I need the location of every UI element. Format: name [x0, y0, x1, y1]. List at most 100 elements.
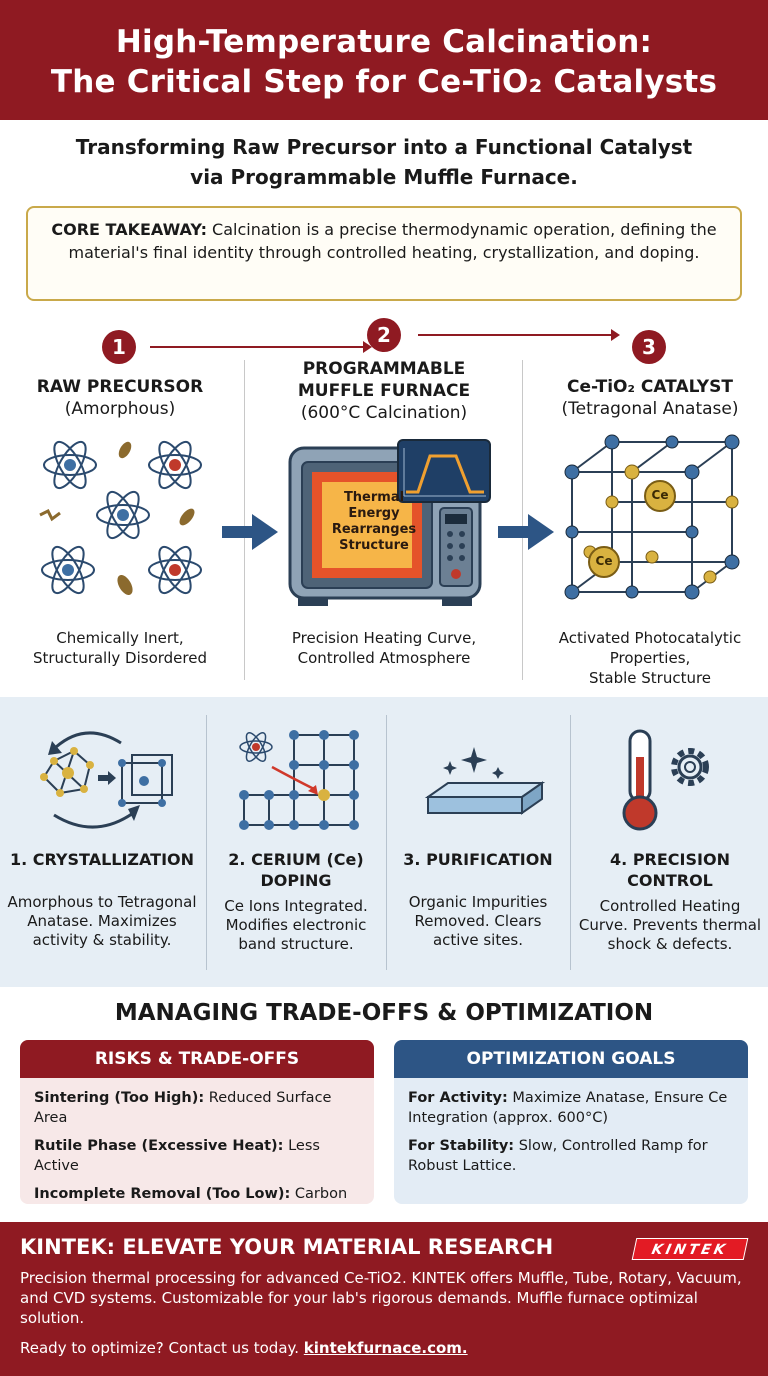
benefits-band: 1. CRYSTALLIZATION Amorphous to Tetragon…: [0, 697, 768, 987]
flow-arrow-1-icon: [222, 514, 278, 550]
tradeoffs-heading: MANAGING TRADE-OFFS & OPTIMIZATION: [114, 1000, 654, 1026]
benefit-4-title-line-2: CONTROL: [627, 871, 713, 890]
step-arrow-2-3: [418, 329, 620, 341]
step-3-description: Activated Photocatalytic Properties, Sta…: [532, 628, 768, 688]
core-takeaway-box: CORE TAKEAWAY: Calcination is a precise …: [26, 206, 742, 301]
benefit-4-desc: Controlled Heating Curve. Prevents therm…: [578, 897, 762, 953]
page-title: High-Temperature Calcination: The Critic…: [0, 22, 768, 102]
goal-2-label: For Stability:: [408, 1138, 515, 1154]
goal-1-text: Maximize Anatase, Ensure Ce Integration …: [408, 1090, 728, 1126]
core-takeaway-text: Calcination is a precise thermodynamic o…: [68, 220, 717, 262]
step-number-2: 2: [367, 318, 401, 352]
benefit-1-desc: Amorphous to Tetragonal Anatase. Maximiz…: [7, 893, 197, 949]
crystallization-icon: [40, 731, 173, 829]
kintek-logo: KINTEK: [631, 1238, 749, 1260]
benefit-1-title-line-1: 1. CRYSTALLIZATION: [9, 850, 195, 869]
clean-surface-icon: [424, 747, 546, 815]
muffle-furnace-illustration: [288, 439, 491, 606]
benefit-divider-1: [206, 715, 207, 970]
risks-panel: RISKS & TRADE-OFFS Sintering (Too High):…: [20, 1040, 374, 1204]
column-divider-1: [244, 360, 245, 680]
furnace-text-1: Thermal: [343, 490, 405, 505]
footer-cta: Ready to optimize? Contact us today. kin…: [20, 1338, 748, 1358]
optimization-title: OPTIMIZATION GOALS: [394, 1040, 748, 1078]
step-3-desc-line-2: Properties,: [609, 649, 691, 667]
furnace-window-text: Thermal Energy Rearranges Structure: [322, 490, 426, 554]
ce-label-1: Ce: [651, 488, 669, 502]
crystal-lattice-illustration: [564, 434, 740, 600]
benefit-card-crystallization: 1. CRYSTALLIZATION Amorphous to Tetragon…: [0, 697, 204, 987]
step-3-desc-line-1: Activated Photocatalytic: [558, 629, 742, 647]
step-1-description: Chemically Inert, Structurally Disordere…: [0, 628, 240, 668]
risk-1-label: Sintering (Too High):: [34, 1090, 205, 1106]
benefit-card-precision-control: 4. PRECISION CONTROL Controlled Heating …: [572, 697, 768, 987]
title-line-2: The Critical Step for Ce-TiO₂ Catalysts: [50, 64, 718, 100]
step-1-title: RAW PRECURSOR: [36, 377, 204, 397]
furnace-text-3: Rearranges: [331, 522, 417, 537]
footer-title: KINTEK: ELEVATE YOUR MATERIAL RESEARCH: [20, 1235, 554, 1259]
benefit-divider-3: [570, 715, 571, 970]
column-divider-2: [522, 360, 523, 680]
risk-item: Incomplete Removal (Too Low): Carbon Con…: [34, 1184, 360, 1204]
step-1-desc-line-1: Chemically Inert,: [56, 629, 184, 647]
benefit-4-title: 4. PRECISION CONTROL: [572, 849, 768, 891]
step-3-title: Ce-TiO₂ CATALYST: [567, 377, 733, 397]
furnace-text-2: Energy: [348, 506, 400, 521]
goal-1-label: For Activity:: [408, 1090, 508, 1106]
footer-banner: KINTEK: ELEVATE YOUR MATERIAL RESEARCH K…: [0, 1222, 768, 1376]
step-2-desc-line-2: Controlled Atmosphere: [297, 649, 471, 667]
core-takeaway-label: CORE TAKEAWAY:: [51, 220, 207, 239]
step-1-desc-line-2: Structurally Disordered: [32, 649, 207, 667]
flow-arrow-2-icon: [498, 514, 554, 550]
subtitle-line-1: Transforming Raw Precursor into a Functi…: [75, 135, 693, 159]
risk-1-text: Reduced Surface Area: [34, 1090, 332, 1126]
amorphous-atoms-illustration: [39, 440, 202, 595]
goal-2-text: Slow, Controlled Ramp for Robust Lattice…: [408, 1138, 708, 1174]
benefit-divider-2: [386, 715, 387, 970]
step-2-title-line-1: PROGRAMMABLE: [302, 359, 466, 379]
step-2-subtitle: (600°C Calcination): [300, 403, 468, 423]
benefit-2-title-line-1: 2. CERIUM (Ce): [228, 850, 364, 869]
step-2-title-line-2: MUFFLE FURNACE: [297, 381, 471, 401]
benefit-card-purification: 3. PURIFICATION Organic Impurities Remov…: [388, 697, 568, 987]
title-line-1: High-Temperature Calcination:: [115, 24, 653, 60]
thermometer-gear-icon: [622, 729, 709, 831]
step-2-desc-line-1: Precision Heating Curve,: [291, 629, 477, 647]
benefit-2-title-line-2: DOPING: [260, 871, 332, 890]
step-arrow-1-2: [150, 341, 372, 353]
benefit-card-doping: 2. CERIUM (Ce) DOPING Ce Ions Integrated…: [208, 697, 384, 987]
step-1-heading: RAW PRECURSOR (Amorphous): [0, 376, 240, 420]
step-1-subtitle: (Amorphous): [64, 399, 176, 419]
risk-2-label: Rutile Phase (Excessive Heat):: [34, 1138, 284, 1154]
risk-item: Rutile Phase (Excessive Heat): Less Acti…: [34, 1136, 360, 1176]
step-3-heading: Ce-TiO₂ CATALYST (Tetragonal Anatase): [532, 376, 768, 420]
step-number-3: 3: [632, 330, 666, 364]
benefit-4-title-line-1: 4. PRECISION: [610, 850, 730, 869]
risk-3-label: Incomplete Removal (Too Low):: [34, 1186, 291, 1202]
footer-cta-text: Ready to optimize? Contact us today.: [20, 1339, 304, 1357]
step-3-subtitle: (Tetragonal Anatase): [561, 399, 739, 419]
footer-body: Precision thermal processing for advance…: [20, 1269, 742, 1327]
goal-item: For Activity: Maximize Anatase, Ensure C…: [408, 1088, 734, 1128]
furnace-text-4: Structure: [339, 538, 409, 553]
header-banner: High-Temperature Calcination: The Critic…: [0, 0, 768, 120]
optimization-list: For Activity: Maximize Anatase, Ensure C…: [394, 1078, 748, 1194]
step-number-1: 1: [102, 330, 136, 364]
step-2-heading: PROGRAMMABLE MUFFLE FURNACE (600°C Calci…: [254, 358, 514, 424]
ce-label-2: Ce: [595, 554, 613, 568]
benefit-2-desc: Ce Ions Integrated. Modifies electronic …: [224, 897, 368, 953]
risk-item: Sintering (Too High): Reduced Surface Ar…: [34, 1088, 360, 1128]
risk-3-text: Carbon Contamination: [294, 1186, 348, 1202]
risks-title: RISKS & TRADE-OFFS: [20, 1040, 374, 1078]
subtitle: Transforming Raw Precursor into a Functi…: [20, 132, 748, 192]
benefit-1-title: 1. CRYSTALLIZATION: [0, 849, 204, 870]
benefit-2-title: 2. CERIUM (Ce) DOPING: [208, 849, 384, 891]
optimization-panel: OPTIMIZATION GOALS For Activity: Maximiz…: [394, 1040, 748, 1204]
benefit-3-title-line-1: 3. PURIFICATION: [403, 850, 553, 869]
benefit-3-desc: Organic Impurities Removed. Clears activ…: [408, 893, 548, 949]
risk-2-text: Less Active: [34, 1138, 320, 1174]
step-2-description: Precision Heating Curve, Controlled Atmo…: [254, 628, 514, 668]
subtitle-line-2: via Programmable Muffle Furnace.: [190, 165, 578, 189]
benefit-3-title: 3. PURIFICATION: [388, 849, 568, 870]
footer-link[interactable]: kintekfurnace.com.: [303, 1339, 468, 1357]
